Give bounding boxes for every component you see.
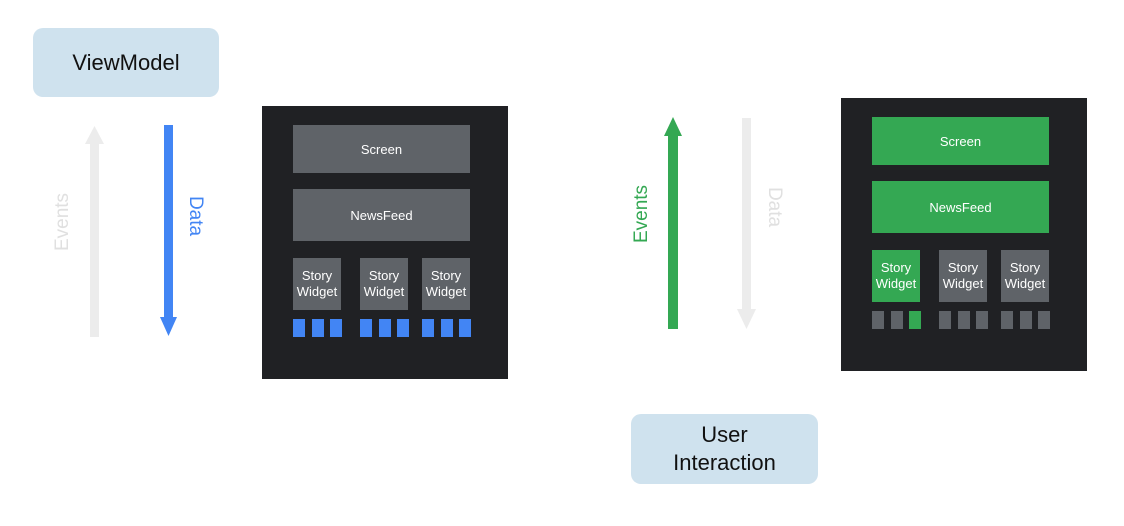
story-widget-block: Story Widget (1001, 250, 1049, 302)
leaf-node (939, 311, 951, 329)
leaf-node (976, 311, 988, 329)
user-interaction-box: User Interaction (631, 414, 818, 484)
story-widget-block-active: Story Widget (872, 250, 920, 302)
leaf-node (441, 319, 453, 337)
left-data-arrow (160, 125, 177, 336)
leaf-node (422, 319, 434, 337)
leaf-node (1001, 311, 1013, 329)
leaf-node-active (909, 311, 921, 329)
story-widget-block: Story Widget (293, 258, 341, 310)
ui-tree-panel-events: Screen NewsFeed Story Widget Story Widge… (841, 98, 1087, 371)
left-events-label: Events (52, 193, 73, 251)
viewmodel-box: ViewModel (33, 28, 219, 97)
screen-block: Screen (872, 117, 1049, 165)
story-widget-block: Story Widget (360, 258, 408, 310)
right-events-arrow (664, 117, 682, 329)
newsfeed-block: NewsFeed (872, 181, 1049, 233)
right-data-label: Data (764, 187, 785, 228)
user-interaction-label: User Interaction (673, 422, 776, 475)
right-events-label: Events (631, 185, 652, 243)
story-widget-block: Story Widget (939, 250, 987, 302)
leaf-node (459, 319, 471, 337)
left-data-label: Data (185, 196, 206, 237)
screen-block: Screen (293, 125, 470, 173)
story-widget-block: Story Widget (422, 258, 470, 310)
leaf-node (293, 319, 305, 337)
leaf-node (379, 319, 391, 337)
leaf-node (1038, 311, 1050, 329)
viewmodel-label: ViewModel (72, 49, 180, 75)
leaf-node (312, 319, 324, 337)
leaf-node (330, 319, 342, 337)
leaf-node (1020, 311, 1032, 329)
leaf-node (958, 311, 970, 329)
right-data-arrow (737, 118, 756, 329)
leaf-node (397, 319, 409, 337)
left-events-arrow (85, 126, 104, 337)
ui-tree-panel-data: Screen NewsFeed Story Widget Story Widge… (262, 106, 508, 379)
leaf-node (872, 311, 884, 329)
leaf-node (360, 319, 372, 337)
newsfeed-block: NewsFeed (293, 189, 470, 241)
leaf-node (891, 311, 903, 329)
